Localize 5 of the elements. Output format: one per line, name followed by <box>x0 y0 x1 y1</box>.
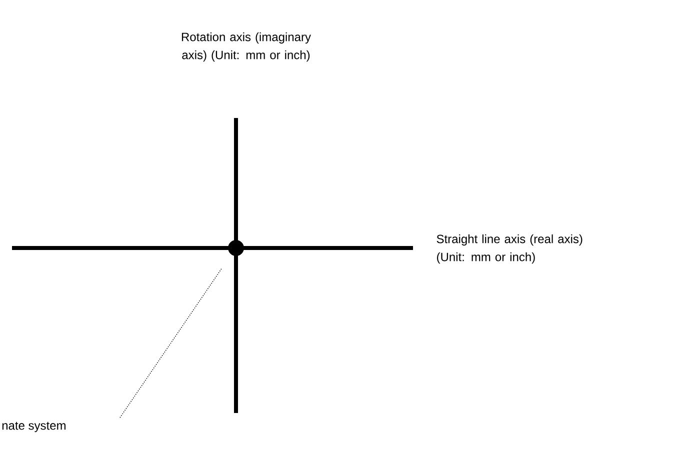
origin-dot <box>228 240 244 256</box>
leader-line <box>120 268 222 418</box>
axis-label: Straight line axis (real axis) (Unit: mm or inch) <box>436 234 582 264</box>
axis-label: Rotation axis (imaginary axis) (Unit: mm or inch) <box>182 32 311 62</box>
label-text: nate system <box>2 422 66 432</box>
